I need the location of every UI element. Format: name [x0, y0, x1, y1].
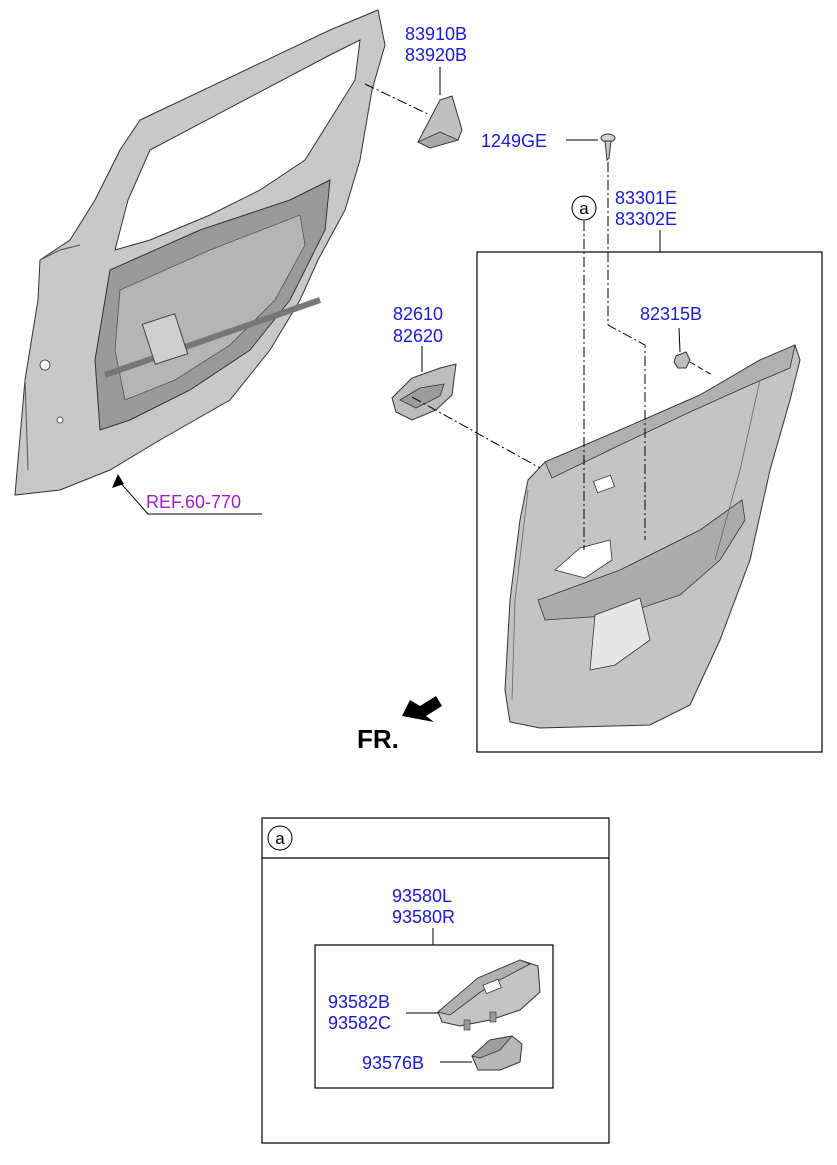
switch-assy-box: [314, 944, 554, 1089]
detail-a-label: a: [275, 829, 285, 848]
switch-assy-label-1: 93580L: [392, 886, 452, 906]
ref-callout[interactable]: REF.60-770: [112, 474, 262, 515]
door-frame[interactable]: [14, 9, 386, 496]
inside-handle-lever: [399, 383, 445, 409]
door-hole: [56, 416, 64, 424]
mirror-cover-dashline: [364, 83, 431, 116]
trim-panel-edge: [511, 379, 761, 701]
detail-a-box: a: [261, 817, 610, 1144]
door-latch-bracket: [141, 313, 189, 365]
ref-leader: [117, 479, 149, 515]
screw-part[interactable]: 1249GE: [481, 131, 616, 162]
trim-panel-part[interactable]: [504, 344, 801, 729]
trim-panel-label-group[interactable]: 83301E 83302E: [615, 188, 677, 252]
trim-panel-top-rail: [544, 344, 796, 479]
ref-label: REF.60-770: [146, 492, 241, 512]
inside-handle-dashline: [411, 396, 541, 469]
clip-label: 82315B: [640, 304, 702, 324]
switch-label: 93576B: [362, 1053, 424, 1073]
front-arrow-icon: [402, 696, 442, 722]
trim-panel-handle-slot: [592, 474, 616, 494]
mirror-cover-label-1: 83910B: [405, 24, 467, 44]
inside-handle-part[interactable]: 82610 82620: [391, 304, 541, 469]
switch-panel-tab: [463, 1019, 471, 1031]
callout-a-circle: [571, 195, 597, 221]
detail-a-frame: [261, 817, 610, 1144]
inside-handle-label-2: 82620: [393, 326, 443, 346]
front-direction: FR.: [357, 696, 442, 754]
switch-panel-tab: [489, 1011, 497, 1023]
door-window-opening: [114, 39, 361, 251]
mirror-cover-label-2: 83920B: [405, 45, 467, 65]
switch-panel-label-1: 93582B: [328, 992, 390, 1012]
ref-arrow-icon: [112, 474, 124, 488]
clip-icon: [673, 351, 691, 369]
screw-shank-icon: [604, 140, 612, 162]
screw-dashline: [607, 162, 646, 540]
door-impact-beam: [104, 297, 321, 378]
trim-panel-pocket: [589, 597, 651, 671]
trim-panel-box: [476, 251, 823, 753]
trim-panel-body: [504, 344, 801, 729]
switch-part[interactable]: 93576B: [362, 1035, 523, 1073]
callout-a-label: a: [579, 199, 589, 218]
screw-label: 1249GE: [481, 131, 547, 151]
inside-handle-label-1: 82610: [393, 304, 443, 324]
clip-dashline: [689, 361, 713, 376]
switch-top: [471, 1035, 514, 1059]
mirror-cover-face: [417, 131, 460, 149]
door-frame-edge: [24, 244, 81, 471]
trim-panel-handle-recess: [554, 539, 613, 579]
switch-panel-part[interactable]: 93582B 93582C: [328, 959, 541, 1033]
switch-panel-slot: [482, 978, 502, 995]
trim-panel-label-2: 83302E: [615, 209, 677, 229]
clip-leader: [678, 327, 681, 353]
callout-a-marker[interactable]: a: [571, 195, 597, 221]
front-label: FR.: [357, 724, 399, 754]
detail-a-circle: [267, 825, 293, 851]
switch-panel-label-2: 93582C: [328, 1013, 391, 1033]
switch-assy-label-group[interactable]: 93580L 93580R: [392, 886, 455, 945]
door-hole: [39, 359, 51, 371]
switch-assy-label-2: 93580R: [392, 907, 455, 927]
clip-part[interactable]: 82315B: [640, 304, 713, 376]
trim-panel-label-1: 83301E: [615, 188, 677, 208]
mirror-cover-part[interactable]: 83910B 83920B: [364, 24, 467, 149]
trim-panel-armrest: [537, 499, 746, 621]
